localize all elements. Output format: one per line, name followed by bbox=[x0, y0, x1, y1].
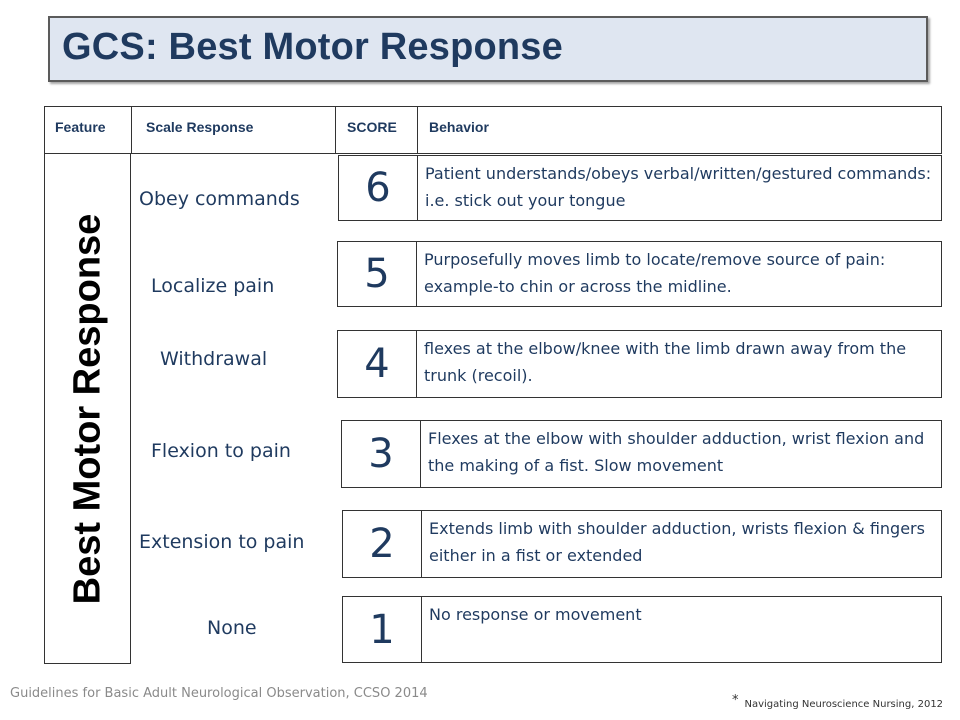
header-divider bbox=[417, 107, 418, 153]
score-row: 1 No response or movement bbox=[342, 596, 942, 663]
score-row: 6 Patient understands/obeys verbal/writt… bbox=[338, 155, 942, 221]
response-label: Extension to pain bbox=[139, 531, 305, 553]
behavior-text: No response or movement bbox=[429, 605, 642, 624]
score-value: 2 bbox=[369, 521, 395, 567]
behavior-text: flexes at the elbow/knee with the limb d… bbox=[424, 339, 907, 385]
header-behavior: Behavior bbox=[429, 119, 489, 135]
source-citation: Guidelines for Basic Adult Neurological … bbox=[10, 686, 428, 701]
header-feature: Feature bbox=[55, 119, 106, 135]
score-divider bbox=[420, 421, 421, 487]
score-divider bbox=[421, 511, 422, 577]
header-scale-response: Scale Response bbox=[146, 119, 254, 135]
score-row: 2 Extends limb with shoulder adduction, … bbox=[342, 510, 942, 578]
table-header: Feature Scale Response SCORE Behavior bbox=[44, 106, 942, 154]
score-row: 5 Purposefully moves limb to locate/remo… bbox=[337, 241, 942, 307]
response-label: Withdrawal bbox=[160, 348, 268, 370]
title-box: GCS: Best Motor Response bbox=[48, 16, 928, 82]
feature-label: Best Motor Response bbox=[66, 213, 108, 604]
behavior-text: Flexes at the elbow with shoulder adduct… bbox=[428, 429, 925, 475]
score-row: 3 Flexes at the elbow with shoulder addu… bbox=[341, 420, 942, 488]
score-value: 5 bbox=[364, 251, 390, 297]
response-label: Obey commands bbox=[139, 188, 300, 210]
response-label: None bbox=[207, 617, 257, 639]
footnote-star: * bbox=[732, 693, 739, 708]
header-divider bbox=[335, 107, 336, 153]
behavior-text: Patient understands/obeys verbal/written… bbox=[425, 164, 932, 210]
page-title: GCS: Best Motor Response bbox=[62, 26, 563, 68]
response-label: Localize pain bbox=[151, 275, 275, 297]
behavior-text: Extends limb with shoulder adduction, wr… bbox=[429, 519, 925, 565]
header-divider bbox=[131, 107, 132, 153]
behavior-text: Purposefully moves limb to locate/remove… bbox=[424, 250, 886, 296]
score-divider bbox=[416, 331, 417, 397]
score-divider bbox=[416, 242, 417, 306]
reference-text: Navigating Neuroscience Nursing, 2012 bbox=[744, 699, 944, 710]
score-divider bbox=[417, 156, 418, 220]
reference-citation: * Navigating Neuroscience Nursing, 2012 bbox=[732, 693, 943, 710]
score-row: 4 flexes at the elbow/knee with the limb… bbox=[337, 330, 942, 398]
score-divider bbox=[421, 597, 422, 662]
score-value: 6 bbox=[365, 165, 391, 211]
feature-column: Best Motor Response bbox=[44, 154, 131, 664]
score-value: 3 bbox=[368, 431, 394, 477]
response-label: Flexion to pain bbox=[151, 440, 291, 462]
score-value: 1 bbox=[369, 606, 395, 653]
header-score: SCORE bbox=[347, 119, 397, 135]
score-value: 4 bbox=[364, 341, 390, 387]
